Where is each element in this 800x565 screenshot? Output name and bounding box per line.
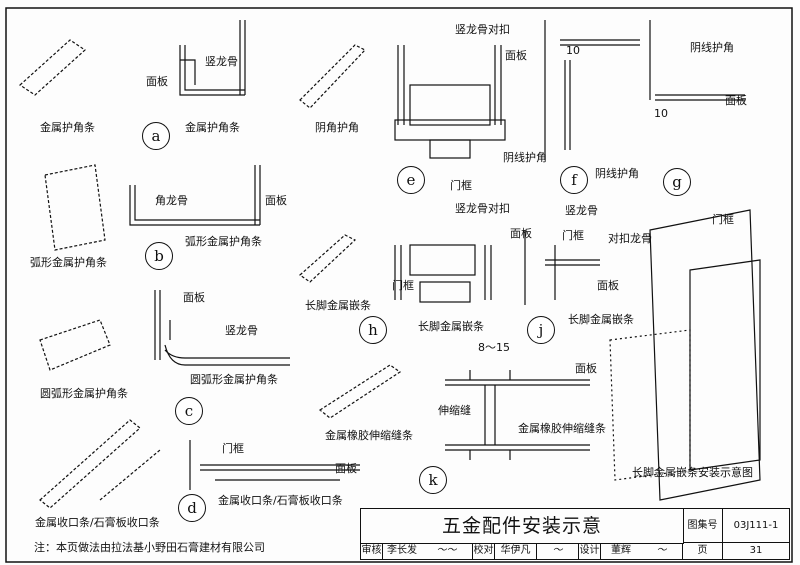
- dimension: 10: [566, 44, 580, 57]
- label: 面板: [597, 279, 619, 292]
- label: 门框: [712, 213, 734, 226]
- label: 弧形金属护角条: [30, 256, 107, 269]
- label: 金属收口条/石膏板收口条: [218, 494, 343, 507]
- label: 面板: [575, 362, 597, 375]
- marker-e: e: [397, 166, 425, 194]
- marker-b: b: [145, 242, 173, 270]
- dimension: 8～15: [478, 341, 510, 354]
- designer: 董辉: [611, 545, 631, 556]
- marker-j: j: [527, 316, 555, 344]
- label: 面板: [725, 94, 747, 107]
- label: 角龙骨: [155, 194, 188, 207]
- label: 金属橡胶伸缩缝条: [325, 429, 413, 442]
- drawing-a: [19, 20, 246, 96]
- reviewer-signature: ～～: [421, 543, 473, 559]
- marker-c: c: [175, 397, 203, 425]
- label: 金属护角条: [40, 121, 95, 134]
- review-label: 审核: [361, 543, 383, 559]
- page-number: 31: [749, 545, 763, 556]
- label: 门框: [450, 179, 472, 192]
- label: 面板: [510, 227, 532, 240]
- reviewer: 李长发: [387, 545, 417, 556]
- label: 面板: [183, 291, 205, 304]
- note: 注：本页做法由拉法基小野田石膏建材有限公司: [34, 541, 265, 554]
- label: 阴角护角: [315, 121, 359, 134]
- marker-k: k: [419, 466, 447, 494]
- label: 对扣龙骨: [608, 232, 652, 245]
- dimension: 10: [654, 107, 668, 120]
- design-label: 设计: [579, 543, 601, 559]
- label: 面板: [505, 49, 527, 62]
- label: 面板: [335, 462, 357, 475]
- label: 竖龙骨对扣: [455, 23, 510, 36]
- title-block: 五金配件安装示意 图集号 03J111-1 审核 李长发 ～～ 校对 华伊凡 ～…: [360, 508, 790, 560]
- label: 长脚金属嵌条: [418, 320, 484, 333]
- sheet-title: 五金配件安装示意: [361, 509, 684, 544]
- label: 圆弧形金属护角条: [40, 387, 128, 400]
- label: 门框: [562, 229, 584, 242]
- label: 竖龙骨: [565, 204, 598, 217]
- atlas-number: 03J111-1: [723, 509, 789, 543]
- marker-d: d: [178, 494, 206, 522]
- designer-signature: ～: [641, 543, 683, 559]
- page-label: 页: [683, 543, 723, 559]
- label: 阴线护角: [595, 167, 639, 180]
- drawing-e: [394, 45, 506, 159]
- label: 长脚金属嵌条: [305, 299, 371, 312]
- label: 面板: [265, 194, 287, 207]
- label: 伸缩缝: [438, 404, 471, 417]
- label: 门框: [392, 279, 414, 292]
- label: 阴线护角: [690, 41, 734, 54]
- atlas-label: 图集号: [683, 509, 723, 543]
- label: 阴线护角: [503, 151, 547, 164]
- label: 金属收口条/石膏板收口条: [35, 516, 160, 529]
- label: 弧形金属护角条: [185, 235, 262, 248]
- marker-f: f: [560, 166, 588, 194]
- marker-g: g: [663, 168, 691, 196]
- label: 金属橡胶伸缩缝条: [518, 422, 606, 435]
- label: 竖龙骨: [205, 55, 238, 68]
- label: 长脚金属嵌条安装示意图: [632, 466, 753, 479]
- label: 长脚金属嵌条: [568, 313, 634, 326]
- checker: 华伊凡: [495, 543, 537, 559]
- label: 门框: [222, 442, 244, 455]
- label: 竖龙骨: [225, 324, 258, 337]
- label: 金属护角条: [185, 121, 240, 134]
- checker-signature: ～: [537, 543, 579, 559]
- check-label: 校对: [473, 543, 495, 559]
- marker-h: h: [359, 316, 387, 344]
- label: 圆弧形金属护角条: [190, 373, 278, 386]
- label: 竖龙骨对扣: [455, 202, 510, 215]
- marker-a: a: [142, 122, 170, 150]
- label: 面板: [146, 75, 168, 88]
